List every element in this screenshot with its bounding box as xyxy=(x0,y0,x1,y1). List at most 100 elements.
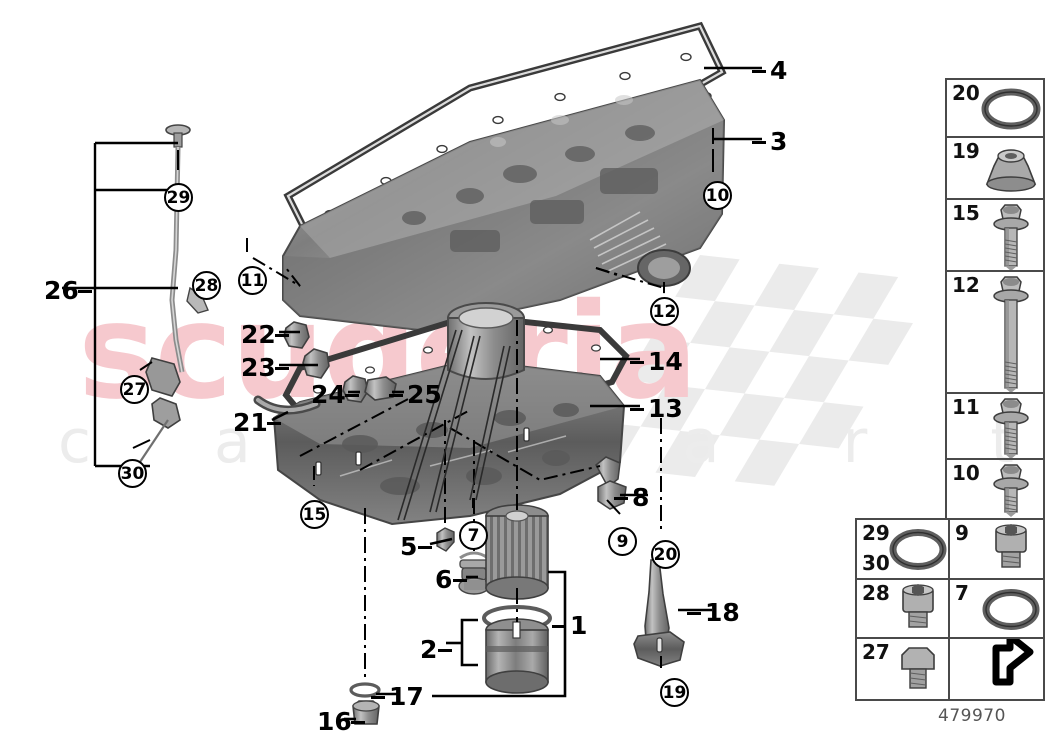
part-illustration xyxy=(979,460,1041,518)
part-number-19: 19 xyxy=(952,139,980,163)
leader-tick xyxy=(630,361,644,364)
leader-tick xyxy=(687,612,701,615)
bolt-long-icon xyxy=(993,398,1029,458)
part-small-fittings xyxy=(253,321,397,415)
part-number-11: 11 xyxy=(952,395,980,419)
part-number-15: 15 xyxy=(952,201,980,225)
arrow-direction-icon xyxy=(992,639,1034,686)
callout-label-25: 25 xyxy=(407,380,442,409)
callout-label-26: 26 xyxy=(44,276,79,305)
callout-label-17: 17 xyxy=(389,682,424,711)
callout-label-5: 5 xyxy=(400,532,418,561)
parts-table-cell-9[interactable]: 9 xyxy=(950,520,1043,580)
leader-tick xyxy=(389,394,403,397)
socket-head-bolt-icon xyxy=(902,583,934,628)
bolt-extra-long-icon xyxy=(993,276,1029,392)
part-oil-sensor-8 xyxy=(595,456,627,510)
leader-tick xyxy=(275,334,289,337)
pointer-lines xyxy=(252,257,665,482)
part-illustration xyxy=(979,80,1041,136)
callout-label-18: 18 xyxy=(705,598,740,627)
part-drain-plug-16 xyxy=(352,700,380,725)
o-ring-icon xyxy=(889,529,947,570)
callout-label-23: 23 xyxy=(241,353,276,382)
callout-bubble-10: 10 xyxy=(703,181,732,210)
leader-tick xyxy=(630,408,644,411)
part-illustration xyxy=(982,580,1041,638)
part-illustration xyxy=(979,200,1041,270)
part-number-30: 30 xyxy=(862,551,890,575)
callout-label-2: 2 xyxy=(420,635,438,664)
callout-label-21: 21 xyxy=(233,408,268,437)
callout-label-3: 3 xyxy=(770,127,788,156)
callout-label-8: 8 xyxy=(632,483,650,512)
part-drain-oring-17 xyxy=(349,682,381,698)
parts-table-cell-27[interactable]: 27 xyxy=(857,639,950,699)
leader-tick xyxy=(752,70,766,73)
part-number-29: 29 xyxy=(862,521,890,545)
part-illustration xyxy=(889,580,946,638)
part-illustration xyxy=(889,520,947,578)
leader-tick xyxy=(267,422,281,425)
part-number-28: 28 xyxy=(862,580,890,605)
part-number-10: 10 xyxy=(952,461,980,485)
part-number-20: 20 xyxy=(952,81,980,105)
callout-bubble-9: 9 xyxy=(608,527,637,556)
callout-stems xyxy=(313,150,714,486)
leader-tick xyxy=(438,649,452,652)
socket-head-bolt-icon xyxy=(995,524,1027,568)
callout-label-6: 6 xyxy=(435,565,453,594)
leader-tick xyxy=(614,497,628,500)
bracket-2 xyxy=(446,618,478,667)
part-illustration xyxy=(979,272,1041,392)
parts-table-cell-20[interactable]: 20 xyxy=(947,80,1043,138)
leader-tick xyxy=(552,625,566,628)
leader-tick xyxy=(752,141,766,144)
callout-label-16: 16 xyxy=(317,707,352,736)
callout-bubble-28: 28 xyxy=(192,271,221,300)
flange-bolt-long-icon xyxy=(993,204,1029,270)
leader-lines xyxy=(271,66,762,721)
parts-table-cell-12[interactable]: 12 xyxy=(947,272,1043,394)
parts-table-cell-11[interactable]: 11 xyxy=(947,394,1043,460)
part-illustration xyxy=(979,394,1041,458)
flange-bolt-short-icon xyxy=(993,464,1029,517)
callout-bubble-7: 7 xyxy=(459,521,488,550)
parts-table-cell-15[interactable]: 15 xyxy=(947,200,1043,272)
parts-table-cell-10[interactable]: 10 xyxy=(947,460,1043,518)
part-filter-cap-6 xyxy=(458,551,490,595)
leader-tick xyxy=(78,290,92,293)
parts-table-cell-29 30[interactable]: 2930 xyxy=(857,520,950,580)
diagram-id: 479970 xyxy=(938,706,1006,726)
part-number-9: 9 xyxy=(955,521,969,545)
bracket-1 xyxy=(432,570,567,698)
leader-tick xyxy=(345,394,359,397)
callout-bubble-19: 19 xyxy=(660,678,689,707)
leader-tick xyxy=(351,721,365,724)
parts-table-cell-28[interactable]: 28 xyxy=(857,579,950,640)
callout-bubble-30: 30 xyxy=(118,459,147,488)
parts-table-cell-19[interactable]: 19 xyxy=(947,138,1043,200)
leader-tick xyxy=(453,579,467,582)
leader-tick xyxy=(418,546,432,549)
callout-bubble-12: 12 xyxy=(650,297,679,326)
part-number-7: 7 xyxy=(955,580,969,605)
part-illustration xyxy=(982,639,1041,699)
callout-label-4: 4 xyxy=(770,56,788,85)
bolt-shaft-lines xyxy=(397,329,511,521)
hex-bolt-icon xyxy=(901,647,935,690)
part-upper-oil-pan xyxy=(282,78,726,332)
o-ring-icon xyxy=(981,88,1041,130)
leader-tick xyxy=(275,367,289,370)
part-illustration xyxy=(889,639,946,699)
part-oil-pickup-18 xyxy=(633,559,685,667)
callout-label-14: 14 xyxy=(648,347,683,376)
callout-label-22: 22 xyxy=(241,320,276,349)
part-illustration xyxy=(982,520,1041,578)
part-number-27: 27 xyxy=(862,640,890,665)
parts-table-cell-7[interactable]: 7 xyxy=(950,580,1043,640)
callout-bubble-29: 29 xyxy=(164,183,193,212)
